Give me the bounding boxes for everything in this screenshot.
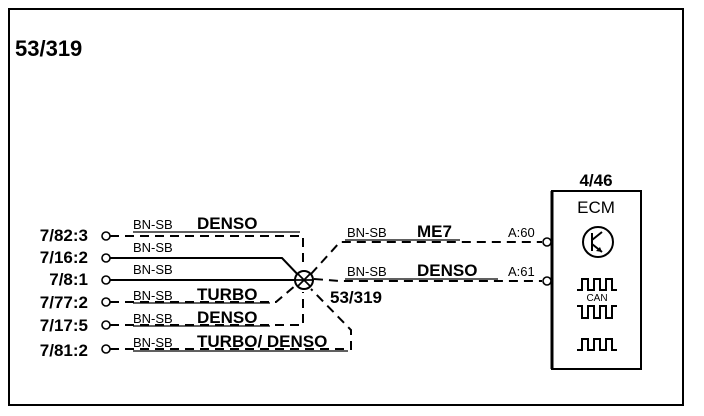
wire-path xyxy=(313,278,542,282)
transistor-icon xyxy=(582,226,614,258)
can-bus-icon xyxy=(577,305,617,319)
wire-color-label: BN-SB xyxy=(133,262,173,277)
pulse-signal-icon xyxy=(577,338,617,351)
connector-terminal xyxy=(101,275,111,285)
wire-color-label: BN-SB xyxy=(133,288,173,303)
connector-label: 7/16:2 xyxy=(40,248,88,267)
wire-color-label: BN-SB xyxy=(133,335,173,350)
ecm-wire: BN-SB ME7 A:60 xyxy=(310,222,552,275)
connector-row: 7/8:1 BN-SB xyxy=(49,262,296,289)
ecm-label: ECM xyxy=(577,198,615,217)
wire-color-label: BN-SB xyxy=(133,311,173,326)
connector-label: 7/8:1 xyxy=(49,270,88,289)
wire-color-label: BN-SB xyxy=(133,217,173,232)
wire-variant-label: TURBO/ DENSO xyxy=(197,332,327,351)
ecm-pin-terminal xyxy=(542,237,552,247)
wire-path xyxy=(110,235,304,268)
wire-color-label: BN-SB xyxy=(347,264,387,279)
wire-color-label: BN-SB xyxy=(133,240,173,255)
ecm-id-label: 4/46 xyxy=(579,171,612,190)
diagram-title: 53/319 xyxy=(15,36,82,61)
wire-path xyxy=(110,284,297,303)
connector-terminal xyxy=(101,253,111,263)
wire-variant-label: DENSO xyxy=(197,308,257,327)
pulse-signal-icon xyxy=(577,278,617,291)
wire-variant-label: TURBO xyxy=(197,285,257,304)
connector-terminal xyxy=(101,344,111,354)
can-label: CAN xyxy=(586,293,607,304)
connector-row: 7/81:2 BN-SB TURBO/ DENSO xyxy=(40,288,352,360)
connector-terminal xyxy=(101,231,111,241)
connector-terminal xyxy=(101,320,111,330)
ecm-pin-label: A:60 xyxy=(508,225,535,240)
splice-point xyxy=(294,270,314,290)
connector-label: 7/17:5 xyxy=(40,316,88,335)
wire-color-label: BN-SB xyxy=(347,225,387,240)
wire-variant-label: DENSO xyxy=(417,261,477,280)
connector-row: 7/16:2 BN-SB xyxy=(40,240,304,281)
connector-label: 7/77:2 xyxy=(40,293,88,312)
ecm-wire: BN-SB DENSO A:61 xyxy=(313,261,552,286)
ecm-pin-label: A:61 xyxy=(508,264,535,279)
connector-label: 7/82:3 xyxy=(40,226,88,245)
splice-label: 53/319 xyxy=(330,288,382,307)
wire-path xyxy=(110,292,304,326)
connector-label: 7/81:2 xyxy=(40,341,88,360)
wire-variant-label: DENSO xyxy=(197,214,257,233)
wire-variant-label: ME7 xyxy=(417,222,452,241)
connector-terminal xyxy=(101,297,111,307)
diagram-frame xyxy=(8,8,684,406)
connector-row: 7/77:2 BN-SB TURBO xyxy=(40,284,297,312)
connector-row: 7/17:5 BN-SB DENSO xyxy=(40,292,304,335)
ecm-pin-terminal xyxy=(542,276,552,286)
connector-row: 7/82:3 BN-SB DENSO xyxy=(40,214,304,268)
ecm-module: 4/46 ECM CAN xyxy=(550,171,642,370)
wire-path xyxy=(110,257,304,281)
wire-path xyxy=(110,288,352,350)
